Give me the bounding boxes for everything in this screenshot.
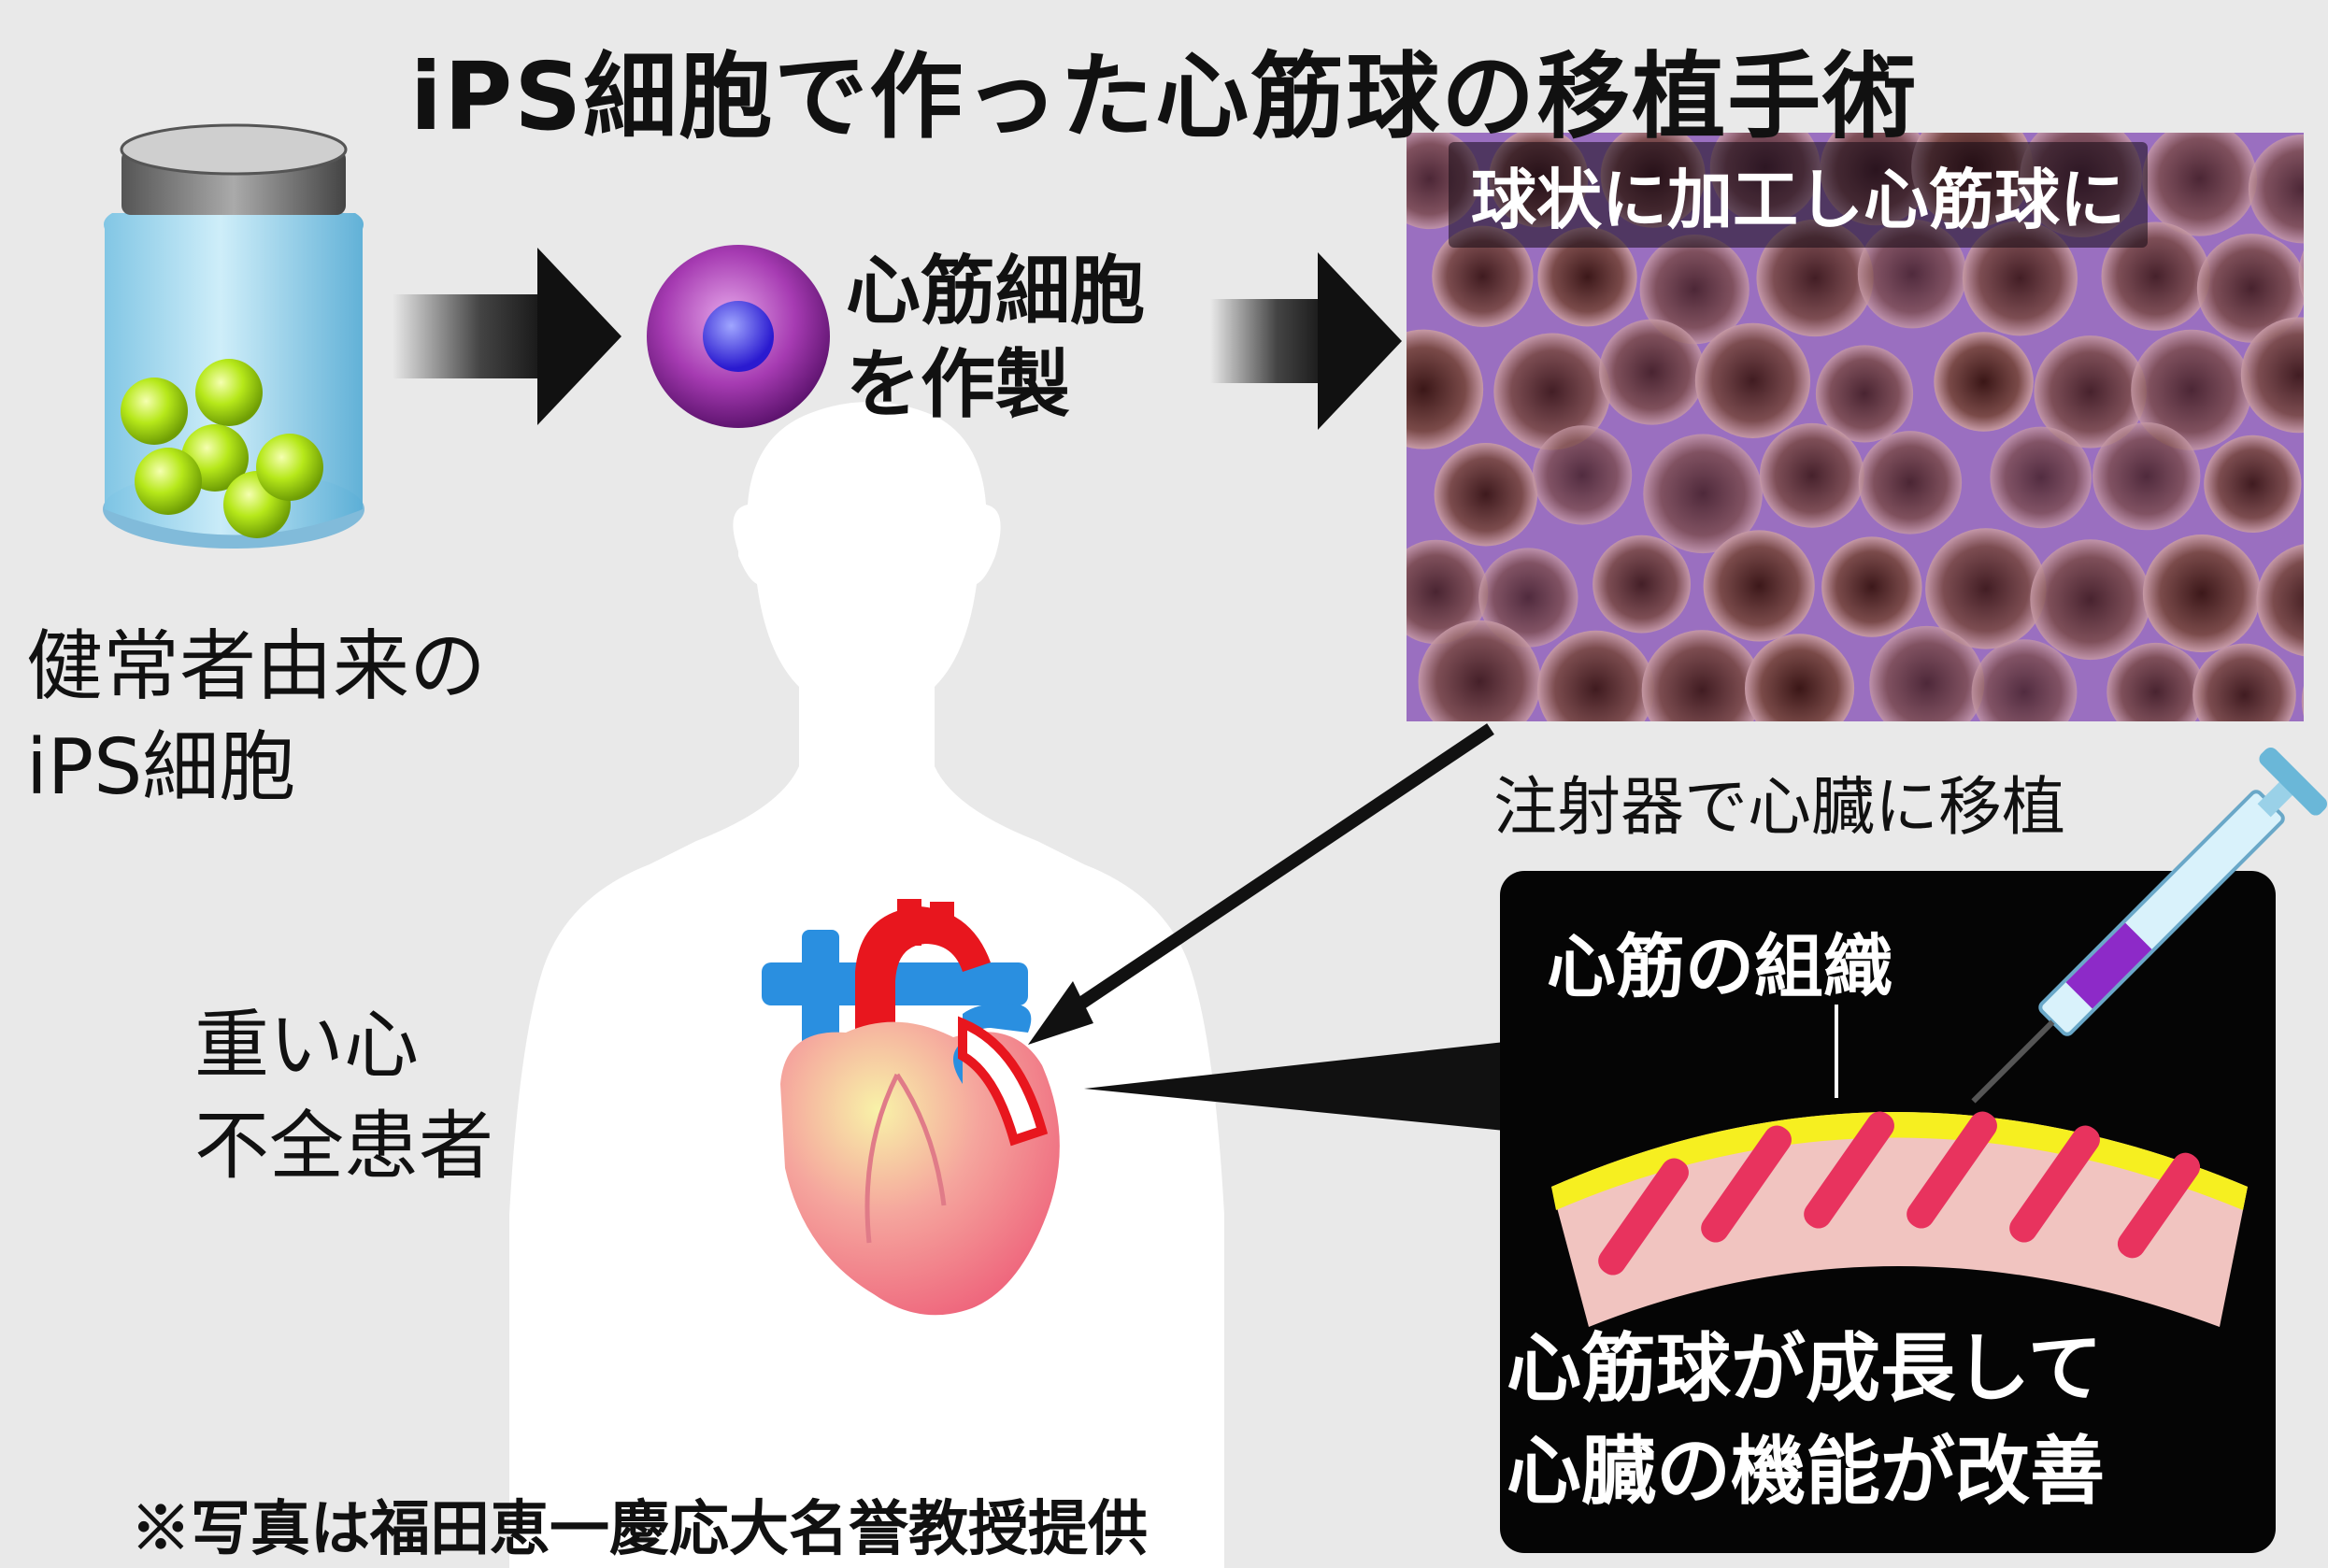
cardiomyocyte-caption-line1: 心筋細胞	[846, 248, 1145, 335]
cardiomyocyte-caption: 心筋細胞 を作製	[846, 245, 1145, 432]
spheroid	[2142, 133, 2257, 236]
spheroid	[1641, 630, 1763, 721]
heart-icon	[762, 899, 1060, 1316]
zoom-callout-wedge	[1084, 1042, 1505, 1131]
jar-caption-line1: 健常者由来の	[26, 622, 487, 711]
spheroid	[1815, 345, 1914, 443]
cardiomyocyte-cell-icon	[647, 245, 830, 428]
jar-caption-line2: iPS細胞	[26, 723, 296, 812]
spheroid	[1858, 431, 1963, 535]
spheroid	[1703, 530, 1815, 642]
result-caption: 心筋球が成長して 心臓の機能が改善	[1507, 1318, 2105, 1523]
spheroid	[1934, 332, 2034, 432]
page-title: iPS細胞で作った心筋球の移植手術	[409, 42, 1919, 151]
tissue-label: 心筋の組織	[1547, 927, 1892, 1007]
spheroid	[1407, 539, 1489, 645]
spheroid	[2248, 134, 2304, 244]
spheroid	[1821, 536, 1922, 637]
spheroid	[2092, 422, 2201, 531]
spheroid	[1599, 319, 1706, 425]
spheroid	[1869, 625, 1985, 721]
spheroid	[1432, 225, 1534, 327]
spheroid	[2256, 544, 2304, 657]
spheroid	[1532, 425, 1633, 525]
spheroid	[2192, 643, 2296, 721]
spheroid	[1990, 426, 2092, 529]
spheroid	[1493, 333, 1611, 450]
spheroid	[1962, 221, 2078, 336]
cell-culture-jar-icon	[103, 123, 364, 549]
spheroid	[2204, 435, 2302, 533]
spheroid	[2301, 685, 2304, 717]
spheroid	[1537, 630, 1655, 721]
patient-caption-line1: 重い心	[194, 1002, 419, 1089]
jar-caption: 健常者由来の iPS細胞	[26, 617, 486, 819]
cardiomyocyte-caption-line2: を作製	[846, 341, 1070, 428]
spheroid	[1643, 434, 1763, 554]
spheroid	[1639, 235, 1750, 345]
spheroid	[1759, 422, 1864, 528]
spheroid	[1407, 329, 1484, 449]
spheroid	[1745, 634, 1855, 721]
spheroid	[2101, 221, 2210, 331]
spheroid	[1925, 528, 2047, 649]
injection-path-arrow	[1028, 723, 1494, 1045]
result-caption-line2: 心臓の機能が改善	[1507, 1428, 2105, 1515]
spheroid	[1694, 322, 1811, 438]
spheroid	[1434, 443, 1538, 547]
patient-caption-line2: 不全患者	[194, 1103, 493, 1190]
spheroid	[2034, 335, 2147, 449]
spheroid	[1592, 535, 1692, 634]
photo-credit: ※写真は福田恵一慶応大名誉教授提供	[131, 1494, 1148, 1564]
spheroid	[2298, 249, 2304, 298]
spheroid	[2240, 317, 2304, 434]
spheroid	[1537, 227, 1637, 327]
result-caption-line1: 心筋球が成長して	[1507, 1325, 2103, 1412]
spheroid	[2107, 642, 2206, 721]
spheroid	[2131, 329, 2252, 450]
photo-caption: 球状に加工し心筋球に	[1449, 142, 2148, 248]
spheroid	[1971, 639, 2078, 721]
spheroid	[2030, 539, 2151, 661]
spheroid	[2142, 535, 2261, 653]
spheroid	[1478, 548, 1578, 648]
spheroid	[1756, 219, 1874, 337]
injection-caption: 注射器で心臓に移植	[1493, 771, 2066, 845]
patient-caption: 重い心 不全患者	[194, 995, 493, 1197]
spheroid	[2196, 234, 2304, 343]
syringe-icon	[1971, 747, 2328, 1104]
spheroid	[2309, 438, 2328, 544]
spheroid	[1418, 620, 1541, 721]
process-arrow-1	[393, 248, 621, 425]
process-arrow-2	[1210, 252, 1402, 430]
tissue-inset-panel	[1500, 871, 2276, 1553]
